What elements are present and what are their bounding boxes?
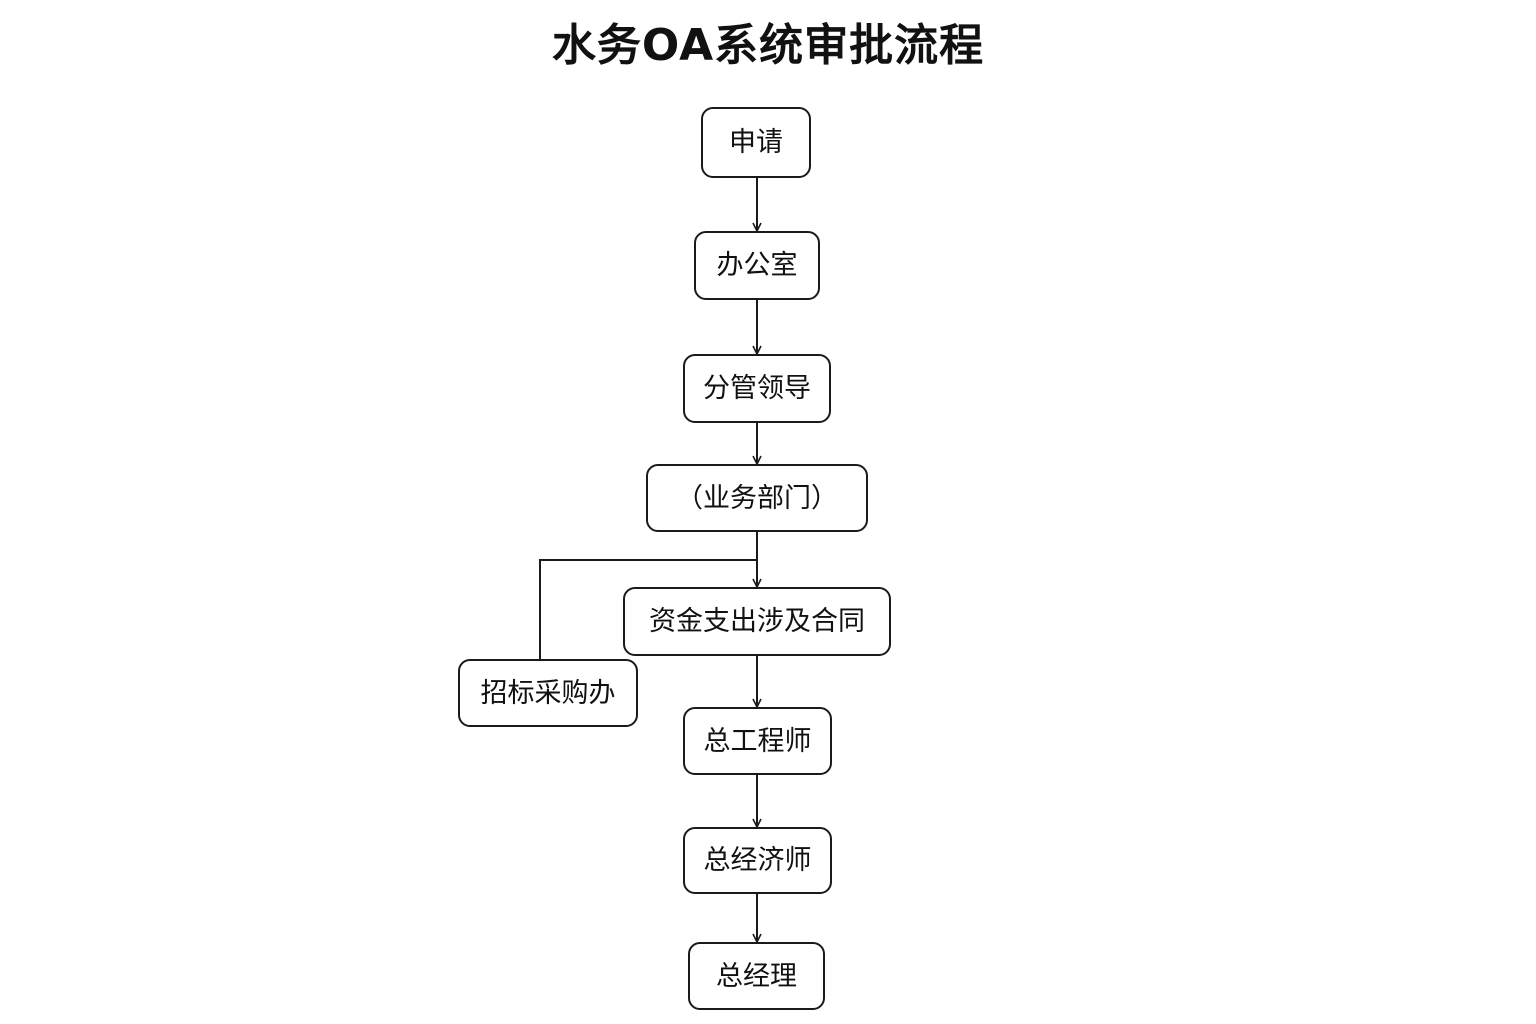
node-dept: （业务部门）	[646, 464, 868, 532]
node-apply: 申请	[701, 107, 811, 178]
diagram-title: 水务OA系统审批流程	[551, 20, 985, 71]
node-dept-label: （业务部门）	[676, 482, 838, 514]
node-chief-economist: 总经济师	[683, 827, 832, 894]
node-leader: 分管领导	[683, 354, 831, 423]
node-gm: 总经理	[688, 942, 825, 1010]
node-leader-label: 分管领导	[703, 373, 811, 404]
node-office-label: 办公室	[716, 250, 798, 281]
node-office: 办公室	[694, 231, 820, 300]
node-chief-engineer: 总工程师	[683, 707, 832, 775]
node-contract-label: 资金支出涉及合同	[649, 606, 865, 637]
node-procurement: 招标采购办	[458, 659, 638, 727]
node-contract: 资金支出涉及合同	[623, 587, 891, 656]
node-procurement-label: 招标采购办	[480, 677, 616, 709]
node-chief-engineer-label: 总工程师	[703, 725, 812, 757]
node-apply-label: 申请	[729, 127, 783, 158]
branch-line-to-procurement	[539, 559, 757, 659]
node-chief-economist-label: 总经济师	[703, 845, 812, 876]
node-gm-label: 总经理	[716, 960, 797, 992]
